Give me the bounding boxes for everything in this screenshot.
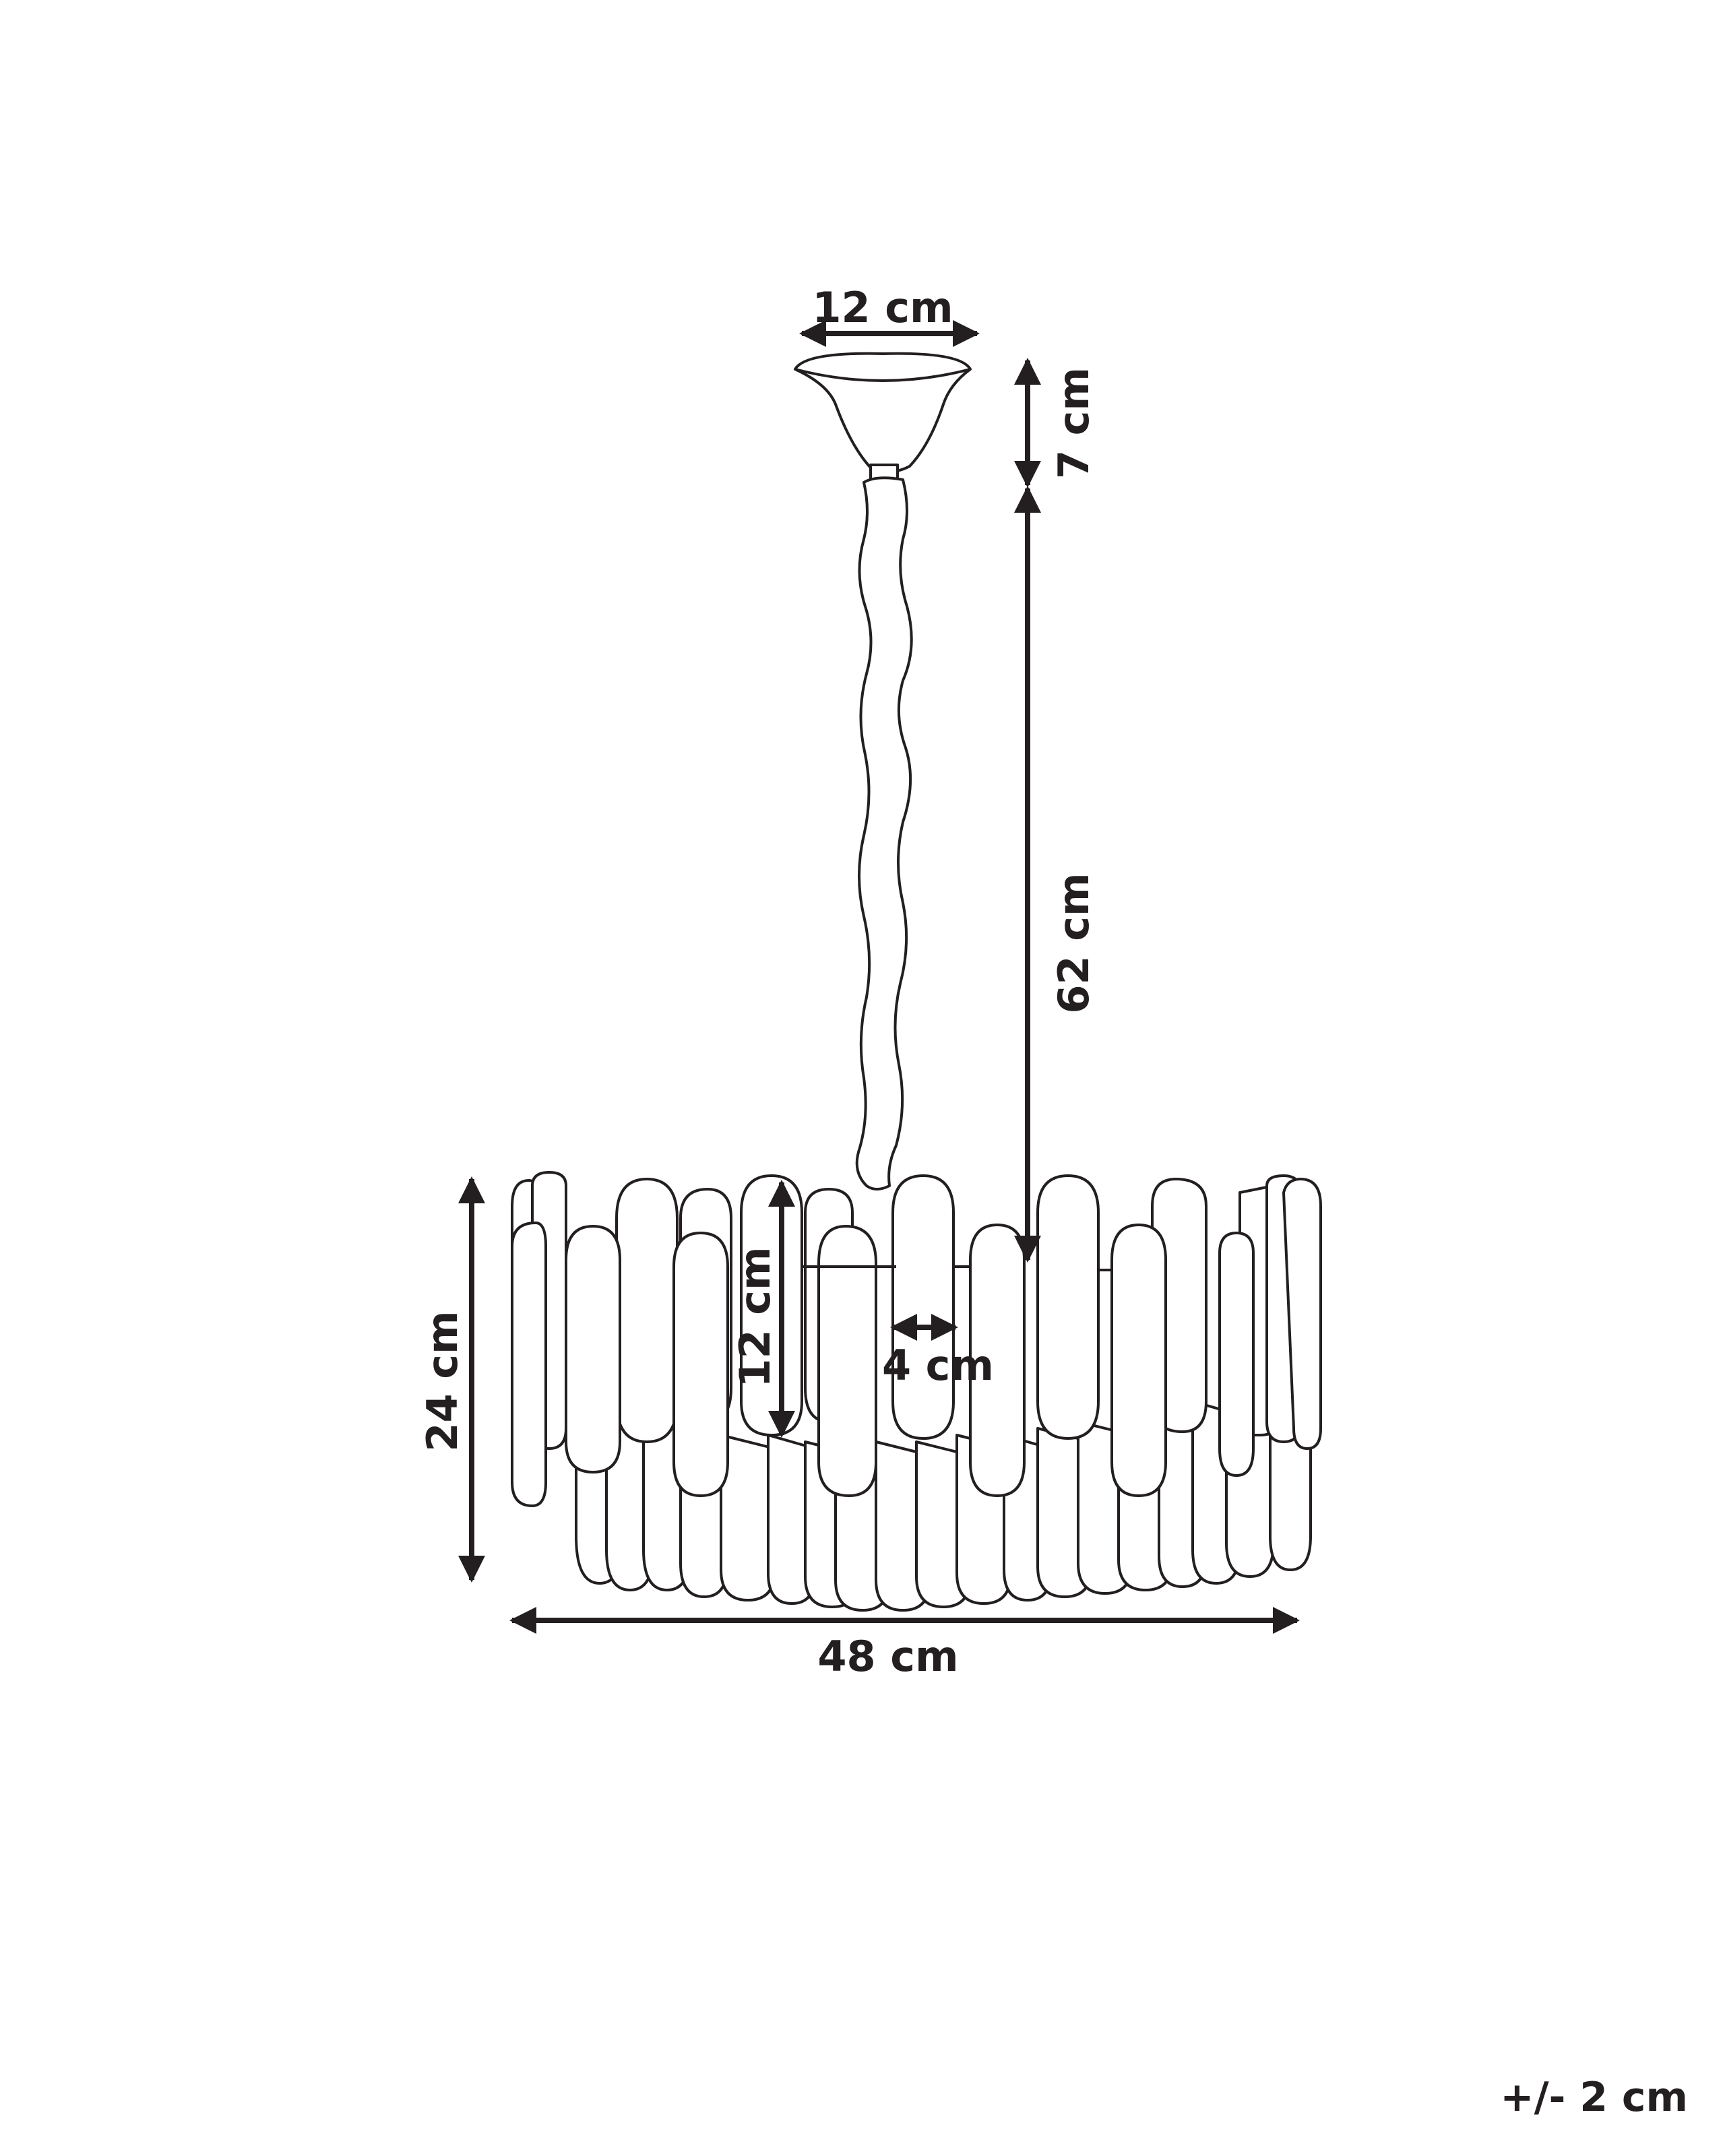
plate-height-label: 12 cm [730, 1246, 780, 1387]
plate-height-dimension: 12 cm [730, 1180, 795, 1438]
plate-width-dimension: 4 cm [882, 1314, 994, 1390]
shade-height-label: 24 cm [418, 1310, 467, 1451]
canopy-width-dimension: 12 cm [799, 283, 980, 347]
canopy [794, 352, 972, 484]
canopy-width-label: 12 cm [812, 283, 953, 332]
shade-height-dimension: 24 cm [418, 1176, 485, 1583]
inner-frame [802, 1265, 1112, 1271]
chain-length-dimension: 62 cm [1014, 486, 1098, 1263]
plate-width-label: 4 cm [882, 1341, 994, 1390]
shade-width-label: 48 cm [817, 1632, 958, 1681]
shade-width-dimension: 48 cm [509, 1607, 1300, 1681]
chain [855, 476, 913, 1191]
tolerance-note: +/- 2 cm [1500, 2074, 1688, 2121]
shade-upper-row [511, 1171, 1322, 1470]
chain-length-label: 62 cm [1049, 873, 1098, 1013]
shade-middle-row [511, 1222, 1255, 1507]
canopy-height-label: 7 cm [1049, 367, 1098, 479]
canopy-height-dimension: 7 cm [1014, 358, 1098, 488]
